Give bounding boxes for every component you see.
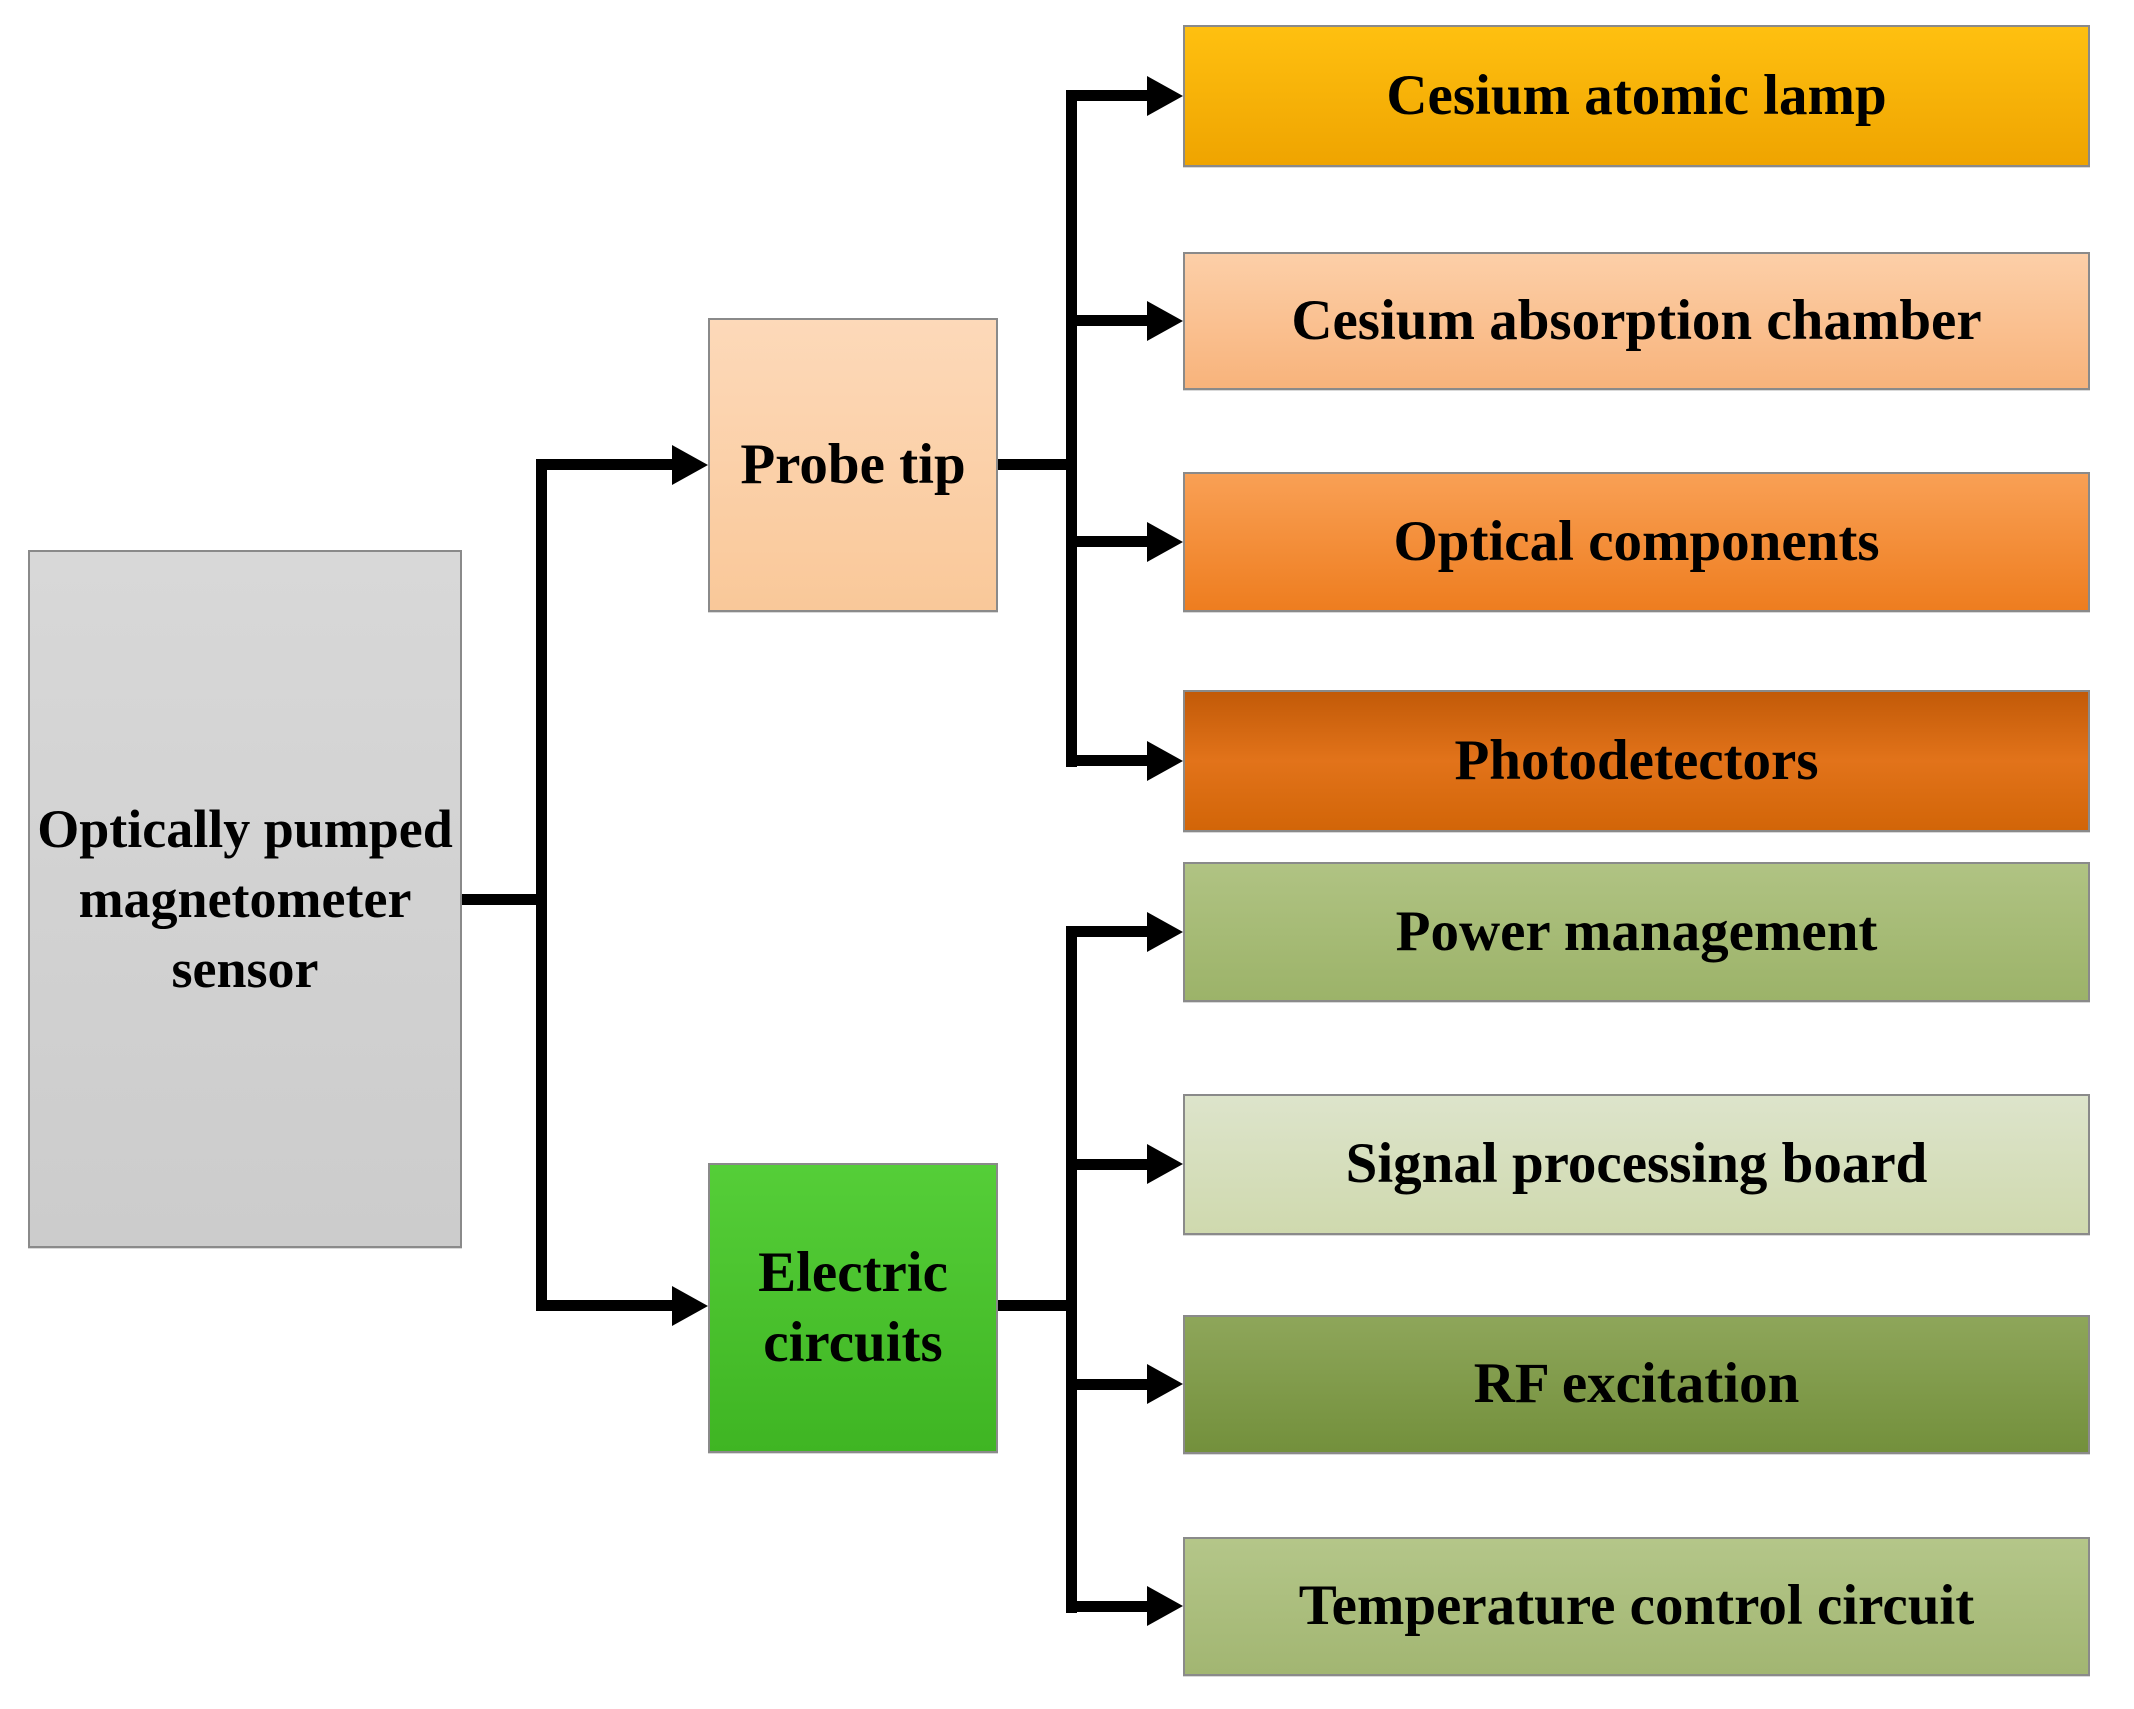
node-cesium-absorption-chamber-label: Cesium absorption chamber (1291, 288, 1982, 352)
connector-probe-trunk (1066, 90, 1077, 767)
arrowhead-rf-excitation (1147, 1364, 1183, 1404)
connector-root-stub (462, 894, 547, 905)
node-power-management-label: Power management (1395, 899, 1878, 963)
arrowhead-cesium-atomic-lamp (1147, 76, 1183, 116)
arrowhead-photodetectors (1147, 741, 1183, 781)
branch-line-cesium-atomic-lamp (1066, 90, 1147, 101)
node-electric-circuits: Electric circuits (708, 1163, 998, 1453)
branch-line-rf-excitation (1066, 1379, 1147, 1390)
connector-electric-circuits-out (998, 1300, 1077, 1311)
connector-left-trunk (536, 459, 547, 1311)
node-signal-processing-board-label: Signal processing board (1345, 1132, 1928, 1196)
arrowhead-signal-processing-board (1147, 1144, 1183, 1184)
arrowhead-power-management (1147, 912, 1183, 952)
branch-line-photodetectors (1066, 755, 1147, 766)
node-probe-tip: Probe tip (708, 318, 998, 612)
branch-line-electric-circuits (536, 1300, 672, 1311)
node-root: Optically pumped magnetometer sensor (28, 550, 462, 1248)
branch-line-signal-processing-board (1066, 1159, 1147, 1170)
arrowhead-temperature-control-circuit (1147, 1586, 1183, 1626)
node-cesium-atomic-lamp: Cesium atomic lamp (1183, 25, 2090, 167)
arrowhead-probe-tip (672, 445, 708, 485)
node-rf-excitation: RF excitation (1183, 1315, 2090, 1454)
node-electric-circuits-label: Electric circuits (758, 1241, 948, 1374)
node-root-label: Optically pumped magnetometer sensor (37, 798, 453, 1000)
branch-line-optical-components (1066, 536, 1147, 547)
node-rf-excitation-label: RF excitation (1473, 1352, 1800, 1416)
arrowhead-optical-components (1147, 522, 1183, 562)
node-temperature-control-circuit: Temperature control circuit (1183, 1537, 2090, 1676)
branch-line-power-management (1066, 926, 1147, 937)
node-cesium-atomic-lamp-label: Cesium atomic lamp (1386, 63, 1887, 127)
node-optical-components: Optical components (1183, 472, 2090, 612)
node-temperature-control-circuit-label: Temperature control circuit (1298, 1574, 1975, 1638)
connector-probe-tip-out (998, 459, 1077, 470)
node-signal-processing-board: Signal processing board (1183, 1094, 2090, 1235)
node-power-management: Power management (1183, 862, 2090, 1002)
node-photodetectors: Photodetectors (1183, 690, 2090, 832)
connector-electric-trunk (1066, 926, 1077, 1613)
branch-line-cesium-absorption-chamber (1066, 315, 1147, 326)
branch-line-probe-tip (536, 459, 672, 470)
arrowhead-cesium-absorption-chamber (1147, 301, 1183, 341)
branch-line-temperature-control-circuit (1066, 1601, 1147, 1612)
node-photodetectors-label: Photodetectors (1454, 728, 1819, 792)
node-optical-components-label: Optical components (1393, 509, 1880, 573)
node-probe-tip-label: Probe tip (740, 433, 966, 497)
node-cesium-absorption-chamber: Cesium absorption chamber (1183, 252, 2090, 390)
arrowhead-electric-circuits (672, 1286, 708, 1326)
